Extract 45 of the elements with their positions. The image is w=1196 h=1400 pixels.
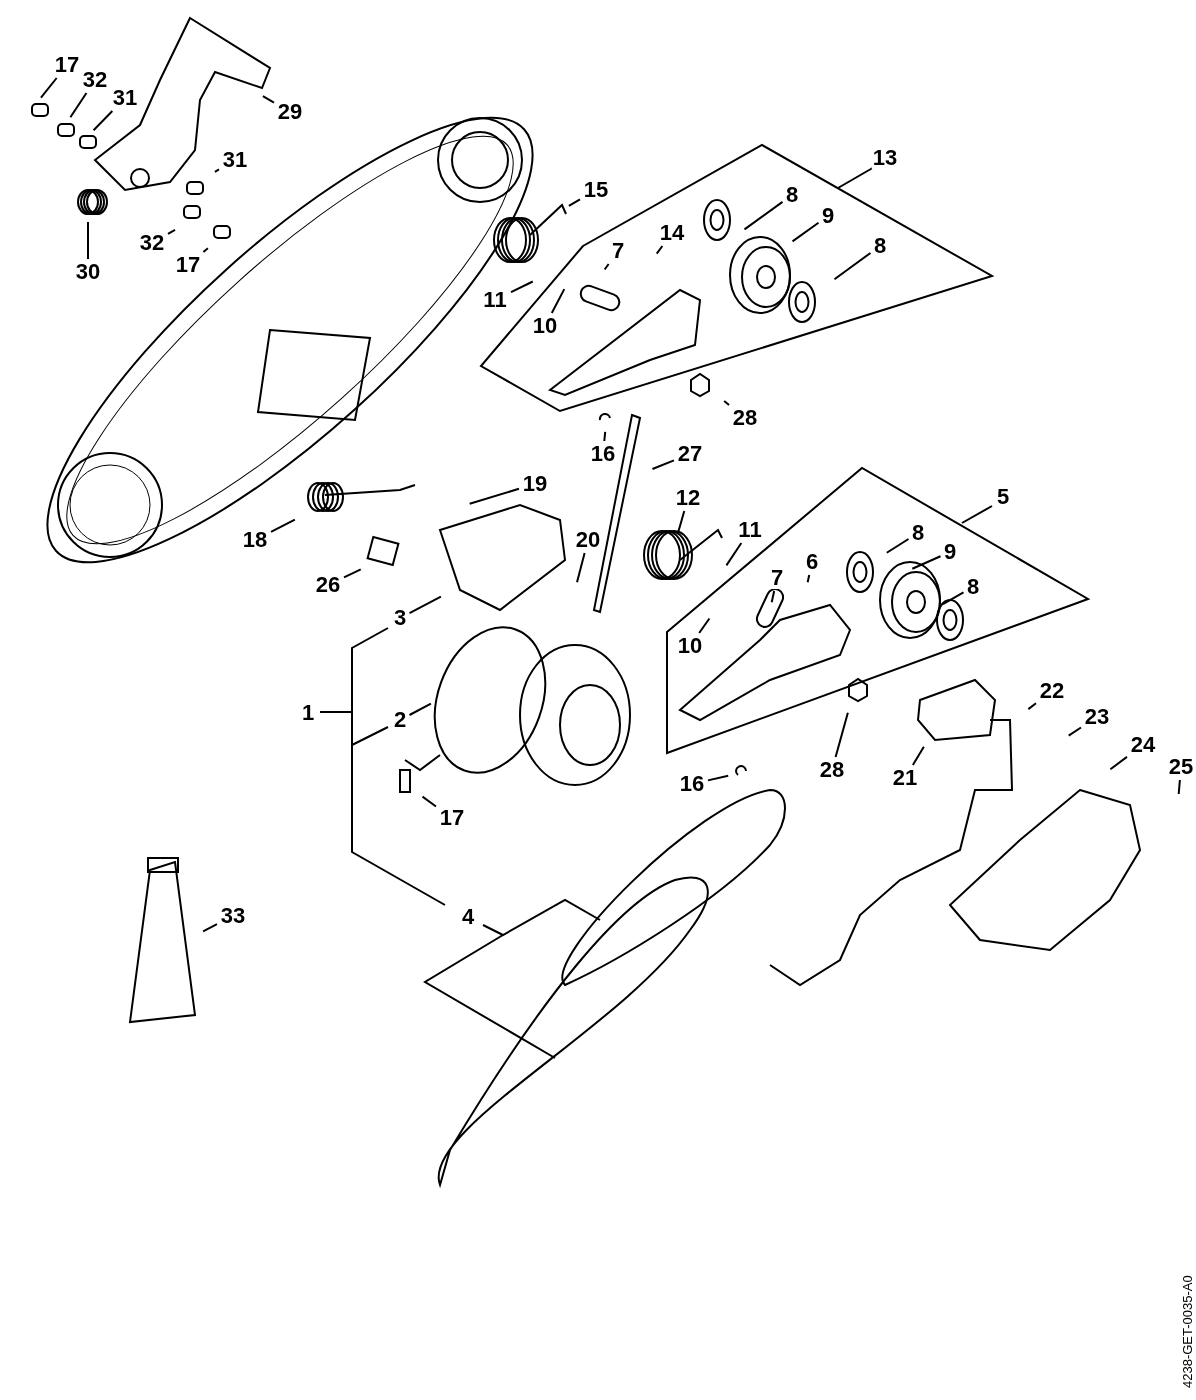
leader-line (677, 510, 686, 534)
leader-line (834, 711, 849, 758)
leader-line (1067, 726, 1082, 737)
leader-line (1177, 779, 1181, 796)
leader-line (655, 245, 664, 255)
leader-line (707, 774, 730, 782)
leader-line (261, 95, 275, 104)
leader-line (69, 92, 88, 119)
leader-line (791, 221, 820, 243)
leader-line (603, 263, 610, 271)
leader-line (576, 552, 586, 584)
leader-line (408, 595, 442, 615)
leader-line (603, 430, 607, 442)
leader-line (698, 617, 711, 634)
leader-line (421, 795, 437, 808)
leader-line (911, 745, 925, 766)
leader-line (1109, 755, 1128, 771)
leader-line (270, 518, 296, 533)
leader-line (92, 110, 114, 132)
leader-line (567, 198, 581, 207)
leader-line (743, 200, 784, 231)
leader-line (202, 923, 218, 933)
leader-line (468, 487, 520, 505)
leader-line (202, 247, 209, 253)
callout-number: 7 (769, 567, 785, 589)
leader-line (1027, 702, 1037, 711)
leader-line (651, 459, 675, 471)
leader-line (40, 77, 58, 99)
leader-line (167, 228, 177, 235)
leader-line (87, 221, 89, 260)
leader-line (343, 568, 362, 579)
leader-line (510, 280, 534, 294)
leader-line (941, 591, 965, 606)
leader-line (550, 288, 566, 314)
leader-line (770, 590, 776, 604)
leader-line (806, 574, 811, 584)
leader-line (408, 702, 432, 716)
leader-line (213, 168, 220, 173)
leader-line (833, 251, 872, 281)
drawing-code: 4238-GET-0035-A0 (1180, 1275, 1195, 1388)
leader-line (885, 538, 910, 554)
callout-number: 13 (871, 147, 899, 169)
leader-line (725, 542, 743, 567)
leader-line (723, 400, 731, 406)
leader-line (911, 555, 942, 570)
